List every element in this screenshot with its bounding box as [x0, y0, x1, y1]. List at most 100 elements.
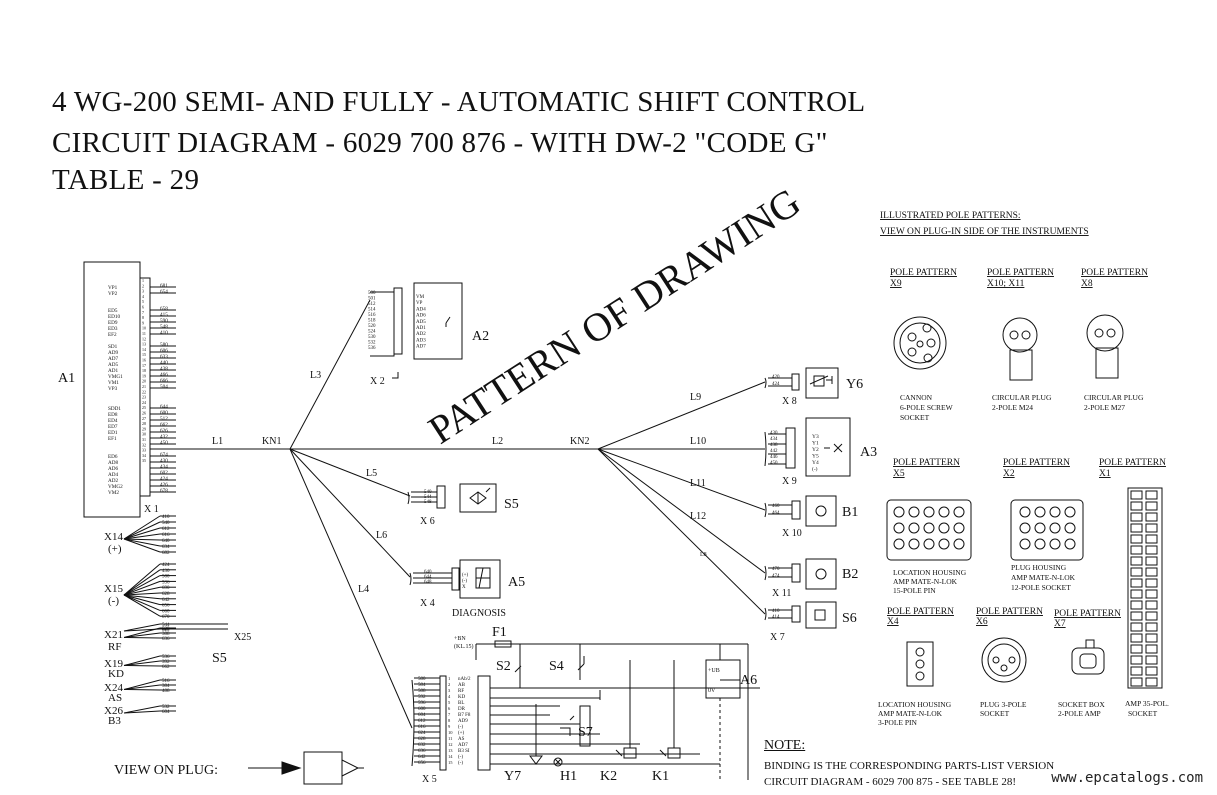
label-x9: X 9 [782, 476, 797, 487]
note-heading: NOTE: [764, 738, 806, 753]
fan-wire-number: 388 [162, 632, 170, 637]
label-s5: S5 [504, 497, 519, 512]
pp-x9-desc1: CANNON [900, 393, 933, 402]
label-s2: S2 [496, 659, 511, 674]
label-x8: X 8 [782, 396, 797, 407]
a3-valve-icon [824, 443, 843, 453]
s7-switch-icon [560, 715, 575, 736]
fan-wire-number: 634 [162, 545, 170, 550]
label-y6: Y6 [846, 377, 863, 392]
a1-pin-label: ED5 [108, 308, 118, 314]
a1-wire-number: 430 [160, 458, 168, 464]
b1-wire-number: 460 [772, 504, 780, 509]
s6-wire-number: 410 [772, 609, 780, 614]
a1-wire-number: 658 [160, 306, 168, 312]
x7-socket-box [1071, 647, 1105, 675]
a5-connector [451, 567, 460, 591]
label-x21: X21 [104, 629, 123, 641]
x5-wire-number: 584 [418, 683, 426, 688]
x5-pin-number: 15 [448, 760, 453, 765]
fan-wire-number: 682 [162, 551, 170, 556]
x5-wire-number: 596 [418, 701, 426, 706]
label-y7: Y7 [504, 769, 521, 784]
x5-pin-label: AD7 [458, 743, 468, 748]
note-line-1: BINDING IS THE CORRESPONDING PARTS-LIST … [764, 760, 1055, 772]
fuse-f1-icon [494, 640, 512, 648]
a5-wire-number: 644 [424, 575, 432, 580]
pp-x9-ref: X9 [890, 279, 902, 289]
a2-wire-number: 514 [368, 308, 376, 313]
wire-l9 [597, 381, 766, 450]
label-x26-name: B3 [108, 715, 121, 727]
label-l9: L9 [690, 392, 701, 403]
pp-x4-ref: X4 [887, 617, 899, 627]
b2-wire-number: 474 [772, 574, 780, 579]
pp-x1-desc1: AMP 35-POL. [1125, 699, 1169, 708]
label-x15: X15 [104, 583, 123, 595]
pp-x4-title: POLE PATTERN [887, 607, 954, 617]
pp-x7-desc2: 2-POLE AMP [1058, 709, 1101, 718]
fan-wire-number: 636 [162, 637, 170, 642]
a1-pin-number: 26 [142, 411, 146, 416]
a1-pin-number: 13 [142, 342, 146, 347]
label-x26: X26 [104, 705, 123, 717]
watermark-text: www.epcatalogs.com [1051, 770, 1203, 786]
x9-cannon-pattern [893, 316, 947, 370]
pp-x7-title: POLE PATTERN [1054, 609, 1121, 619]
label-l1: L1 [212, 436, 223, 447]
x5-pin-label: AD9 [458, 719, 468, 724]
a1-pin-number: 17 [142, 363, 146, 368]
label-l4: L4 [358, 584, 369, 595]
pp-x2-ref: X2 [1003, 469, 1015, 479]
a1-box [83, 261, 141, 518]
a5-wire-number: 640 [424, 570, 432, 575]
a2-pin-label: AD3 [416, 338, 426, 343]
a1-wire-number: 674 [160, 452, 168, 458]
x5-pin-number: 11 [448, 736, 452, 741]
fan-wire-number: 640 [162, 539, 170, 544]
s5-wire-number: 540 [424, 490, 432, 495]
pp-x1-ref: X1 [1099, 469, 1111, 479]
label-a5: A5 [508, 575, 525, 590]
x5-pin-number: 5 [448, 700, 451, 705]
label-x10: X 10 [782, 528, 802, 539]
a1-pin-number: 2 [142, 283, 144, 288]
a2-wire-number: 501 [368, 297, 376, 302]
pp-x9-desc2: 6-POLE SCREW [900, 403, 954, 412]
label-x15-sign: (-) [108, 595, 119, 607]
a1-pin-number: 24 [142, 400, 146, 405]
label-a6: A6 [740, 673, 757, 688]
a1-pin-label: AD9 [108, 350, 118, 356]
a1-wire-number: 450 [160, 440, 168, 446]
a3-wire-number: 442 [770, 449, 778, 454]
a1-pin-number: 11 [142, 331, 146, 336]
label-s5-left: S5 [212, 651, 227, 666]
pp-x6-title: POLE PATTERN [976, 607, 1043, 617]
label-x19-name: KD [108, 668, 124, 680]
label-s7: S7 [578, 725, 593, 740]
label-x19: X19 [104, 658, 123, 670]
a1-pin-number: 6 [142, 305, 144, 310]
a2-pin-label: VP [416, 301, 423, 306]
a1-pin-label: ED4 [108, 418, 118, 424]
b2-wire-number: 470 [772, 567, 780, 572]
a2-wire-number: 532 [368, 341, 376, 346]
label-k2: K2 [600, 769, 617, 784]
a2-wire-number: 500 [368, 291, 376, 296]
a1-wire-number: 424 [160, 476, 168, 482]
x5-pin-label: AS [458, 737, 465, 742]
x5-pin-number: 9 [448, 724, 451, 729]
a1-pin-number: 33 [142, 448, 146, 453]
fan-wire-number: 424 [162, 563, 170, 568]
a1-wire-number: 606 [160, 348, 168, 354]
s4-switch-icon [577, 656, 585, 671]
a2-symbol-icon [445, 316, 451, 327]
a1-pin-number: 27 [142, 416, 146, 421]
x5-pin-number: 10 [448, 730, 453, 735]
a3-pin-label: Y3 [812, 434, 819, 440]
label-l12: L12 [690, 511, 706, 522]
fan-wire-number: 520 [162, 627, 170, 632]
label-x5: X 5 [422, 774, 437, 785]
a1-pin-label: VMG2 [108, 484, 123, 490]
a1-pin-number: 21 [142, 384, 146, 389]
